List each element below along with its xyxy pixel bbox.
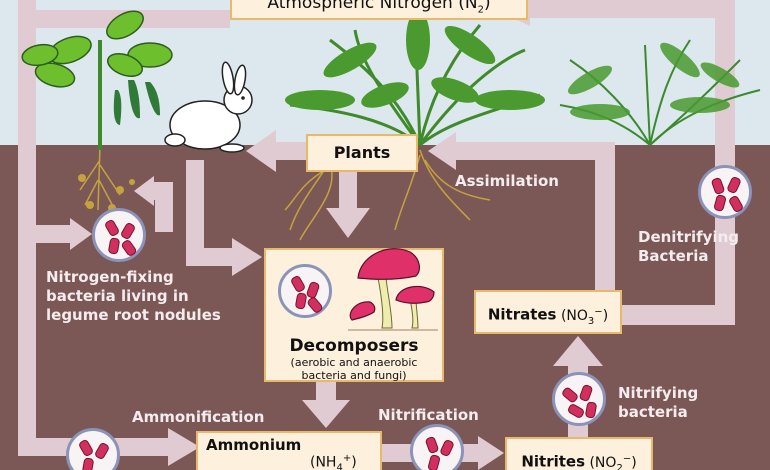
nitrites-label: Nitrites [521,452,586,470]
nitrifying-bacteria-icon [552,372,606,426]
waste-horizontal [186,248,236,266]
nitrites-formula: (NO2−) [589,453,637,470]
fixing-label-line1: Nitrogen-fixing [46,268,174,286]
decomposers-title: Decomposers [289,336,419,356]
fixing-to-plant-horizontal [148,182,173,200]
nitrites-to-nitrates-arrowhead [553,336,603,366]
ammonification-arrow [316,382,336,402]
waste-vertical [186,160,204,265]
atmospheric-nitrogen-box: Atmospheric Nitrogen (N2) [230,0,528,20]
atmospheric-nitrogen-formula: (N2) [458,0,491,16]
atmosphere-return-arrow [520,0,735,18]
bacteria-icon [278,264,332,318]
ammonification-label: Ammonification [132,408,265,426]
nitrites-box: Nitrites (NO2−) [505,437,653,470]
grass-leaflets [567,42,740,120]
denitrification-vertical-arrow [715,0,735,325]
assimilation-horizontal [448,142,615,160]
nitrates-box: Nitrates (NO3−) [474,290,622,334]
fixing-to-plant-arrowhead [134,176,154,206]
nitrates-formula: (NO3−) [560,306,609,327]
bean-plant-icon [21,10,173,150]
ammonium-box: Ammonium (NH4+) [196,431,382,470]
fern-leaflets [285,10,545,110]
assimilation-vertical [595,142,615,290]
nitrates-label: Nitrates [487,305,557,324]
nitrification-arrowhead [478,436,504,470]
assimilation-label: Assimilation [455,172,559,190]
waste-to-decomposers-arrowhead [232,238,262,276]
nitrifying-label-line1: Nitrifying [618,384,699,402]
ammonium-formula: (NH4+) [310,453,357,470]
ammonium-label: Ammonium [206,436,302,454]
plants-to-decomposers-arrowhead [326,208,370,238]
decomposers-box: Decomposers (aerobic and anaerobic bacte… [264,248,444,382]
denitrifying-bacteria-icon [698,165,752,219]
nitrification-label: Nitrification [378,406,479,424]
plants-label: Plants [333,143,391,162]
to-ammonium-arrowhead [168,428,200,466]
plants-box: Plants [306,134,418,172]
nitrification-bacteria-icon [410,424,464,470]
plants-to-animal-arrowhead [246,130,276,172]
fixing-label-line3: legume root nodules [46,306,221,324]
mushroom-icon [348,248,438,331]
assimilation-arrowhead [428,132,456,170]
denitrification-horizontal-arrow [612,305,735,325]
plants-to-decomposers-arrow [339,170,357,210]
ammonification-arrowhead [302,400,350,428]
to-fixing-bacteria-arrow [36,225,76,243]
nitrifying-label-line2: bacteria [618,403,688,421]
rabbit-icon [164,61,253,153]
fixing-bacteria-icon [92,208,146,262]
decomposers-note-line1: (aerobic and anaerobic [290,356,418,369]
atmospheric-nitrogen-label: Atmospheric Nitrogen [267,0,453,13]
denitrifying-label-line1: Denitrifying [638,228,740,246]
decomposers-note-line2: bacteria and fungi) [301,369,407,382]
ammonifying-bacteria-icon [66,428,120,470]
to-fixing-bacteria-arrowhead [70,218,92,250]
roots [79,144,491,241]
left-loop-vertical [18,0,36,455]
plants-to-animal-arrow [270,142,308,160]
denitrifying-label-line2: Bacteria [638,247,709,265]
fixing-label-line2: bacteria living in [46,287,189,305]
